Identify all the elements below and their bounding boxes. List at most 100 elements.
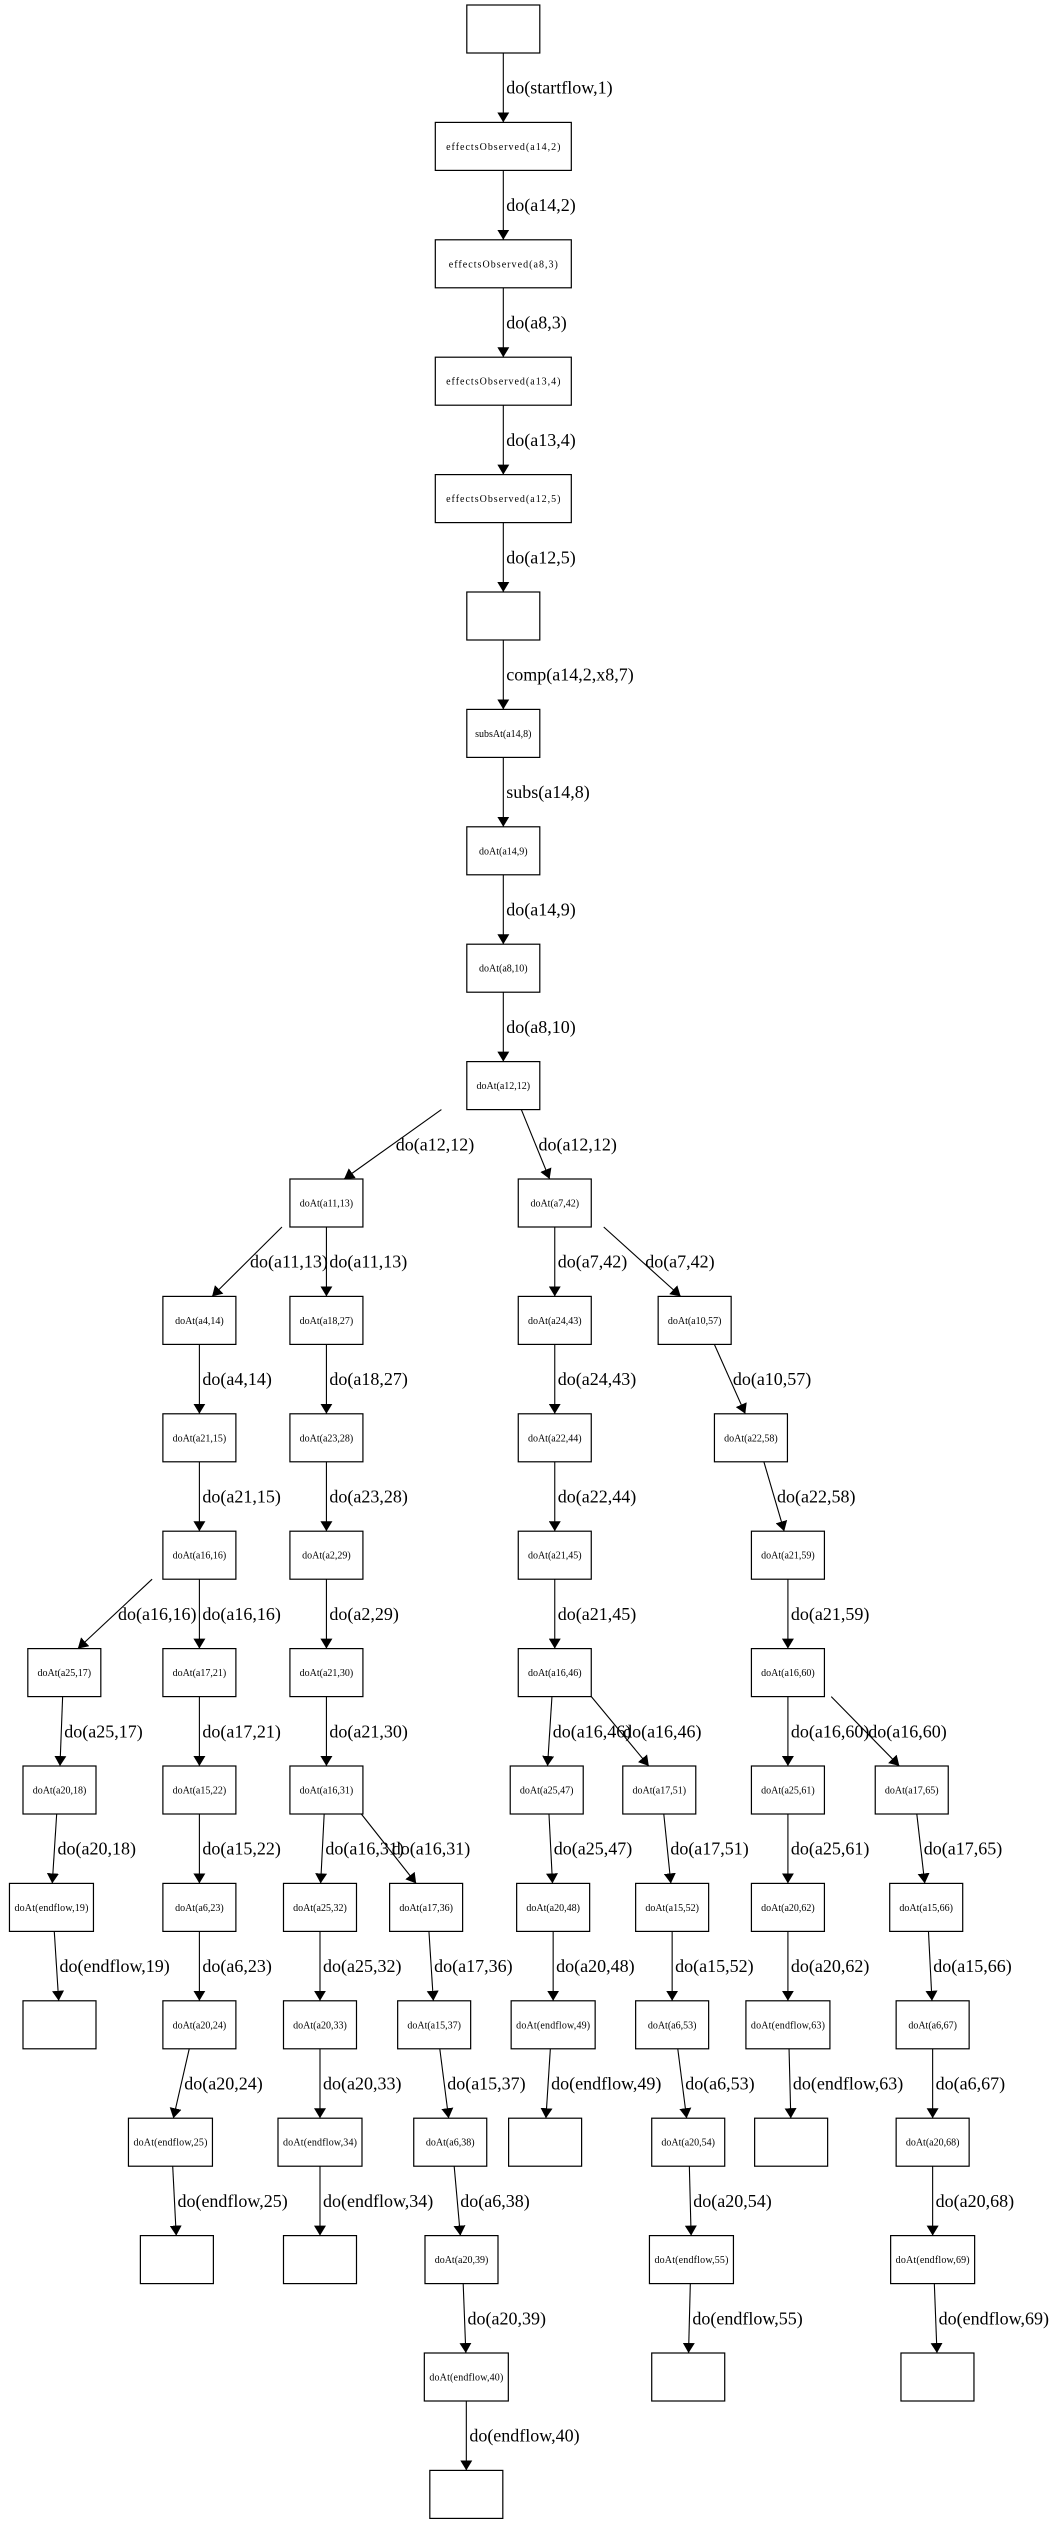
state-node: doAt(a22,44) (517, 1413, 592, 1463)
node-label: doAt(endflow,19) (14, 1903, 88, 1914)
transition-edge: do(a20,68) (926, 2166, 1014, 2236)
node-label: doAt(a25,17) (38, 1668, 92, 1679)
node-label: doAt(a20,68) (906, 2138, 960, 2149)
edge-arrow (603, 1226, 682, 1297)
node-box (622, 1765, 697, 1815)
state-node: doAt(a2,29) (289, 1530, 364, 1580)
node-box (750, 1530, 826, 1580)
node-box (895, 2000, 970, 2050)
transition-edge: do(a8,3) (497, 287, 567, 358)
edge-arrow (77, 1578, 153, 1650)
edge-label: do(endflow,63) (793, 2074, 903, 2095)
node-label: doAt(a2,29) (302, 1551, 351, 1562)
edge-arrow (930, 2283, 943, 2354)
node-box (517, 1647, 592, 1698)
edge-label: do(a23,28) (329, 1487, 407, 1508)
nodes: effectsObserved(a14,2)effectsObserved(a8… (8, 4, 976, 2519)
transition-edge: do(a18,27) (320, 1344, 408, 1414)
edge-arrow (663, 1813, 676, 1884)
transition-edge: do(a12,12) (520, 1109, 617, 1180)
edge-label: do(a16,60) (791, 1721, 869, 1742)
node-label: doAt(a18,27) (300, 1316, 354, 1327)
node-box (466, 4, 541, 54)
state-node: doAt(a21,15) (162, 1413, 237, 1463)
node-box (745, 2000, 831, 2050)
transition-edge: do(a4,14) (193, 1344, 272, 1414)
node-label: doAt(a24,43) (528, 1316, 582, 1327)
edge-arrow (169, 2048, 190, 2119)
edge-label: do(endflow,40) (469, 2426, 579, 2447)
node-box (651, 2117, 726, 2167)
node-box (289, 1765, 364, 1815)
state-node: doAt(a4,14) (162, 1295, 237, 1346)
node-box (466, 591, 541, 641)
node-label: doAt(a20,54) (661, 2138, 715, 2149)
node-label: doAt(endflow,40) (429, 2373, 503, 2384)
transition-edge: do(a20,54) (684, 2166, 772, 2236)
state-node: doAt(a25,17) (27, 1647, 102, 1698)
state-node: doAt(a15,22) (162, 1765, 237, 1815)
transition-edge: do(a16,31) (315, 1813, 404, 1884)
state-node: doAt(a17,65) (874, 1765, 949, 1815)
transition-edge: subs(a14,8) (497, 757, 590, 827)
state-node: doAt(a17,36) (389, 1882, 464, 1933)
edge-label: do(a17,36) (434, 1956, 512, 1977)
edge-label: do(endflow,25) (177, 2191, 287, 2212)
node-label: doAt(a25,32) (293, 1903, 347, 1914)
state-node: doAt(a20,24) (162, 2000, 237, 2050)
empty-state-node (508, 2117, 583, 2167)
transition-edge: do(a12,12) (343, 1109, 474, 1180)
edge-label: do(a21,30) (329, 1721, 407, 1742)
state-node: doAt(a23,28) (289, 1413, 364, 1463)
transition-edge: do(a17,36) (426, 1931, 513, 2001)
transition-edge: do(a20,39) (459, 2283, 546, 2354)
node-label: effectsObserved(a13,4) (446, 377, 560, 388)
node-label: doAt(a16,60) (761, 1668, 815, 1679)
node-label: doAt(endflow,25) (133, 2138, 207, 2149)
state-node: doAt(a22,58) (713, 1413, 789, 1463)
edge-arrow (925, 1931, 938, 2001)
edge-arrow (520, 1109, 552, 1180)
state-node: doAt(endflow,63) (745, 2000, 831, 2050)
node-label: doAt(a21,15) (173, 1433, 227, 1444)
edge-label: do(a17,51) (670, 1839, 748, 1860)
node-box (900, 2352, 975, 2402)
node-box (874, 1765, 949, 1815)
node-box (429, 2469, 504, 2519)
transition-edge: do(a21,45) (548, 1579, 636, 1649)
transition-edge: do(endflow,40) (460, 2401, 580, 2471)
node-label: effectsObserved(a12,5) (446, 494, 560, 505)
edge-label: do(a25,61) (791, 1839, 869, 1860)
node-label: doAt(a6,53) (648, 2020, 697, 2031)
node-box (22, 2000, 97, 2050)
node-label: effectsObserved(a14,2) (446, 142, 560, 153)
edge-label: do(a16,31) (392, 1839, 470, 1860)
node-label: doAt(a12,12) (476, 1081, 530, 1092)
edge-label: do(a14,9) (506, 900, 575, 921)
transition-edge: do(a23,28) (320, 1461, 408, 1532)
node-label: doAt(a10,57) (668, 1316, 722, 1327)
transition-edge: do(a21,15) (193, 1461, 281, 1532)
edge-label: do(a16,31) (325, 1839, 403, 1860)
state-node: doAt(endflow,55) (648, 2235, 735, 2285)
transition-edge: do(endflow,55) (682, 2283, 803, 2354)
node-label: doAt(a22,58) (724, 1433, 778, 1444)
edge-arrow (763, 1461, 788, 1532)
node-box (162, 1647, 237, 1698)
transition-edge: do(a16,60) (781, 1696, 869, 1766)
edge-label: do(endflow,49) (551, 2074, 661, 2095)
edge-label: do(a18,27) (329, 1369, 407, 1390)
transition-edge: do(a25,47) (546, 1813, 632, 1884)
transition-edge: do(a12,5) (497, 522, 576, 592)
transition-edge: do(a25,61) (781, 1814, 869, 1884)
node-box (127, 2117, 214, 2167)
edges: do(startflow,1)do(a14,2)do(a8,3)do(a13,4… (46, 53, 1049, 2471)
transition-edge: do(a16,16) (77, 1578, 196, 1650)
state-node: doAt(a20,62) (750, 1882, 826, 1933)
edge-label: do(a8,10) (506, 1017, 575, 1038)
state-node: effectsObserved(a12,5) (434, 474, 572, 524)
edge-arrow (830, 1696, 900, 1767)
node-box (750, 1647, 826, 1698)
node-box (517, 1530, 592, 1580)
edge-label: do(endflow,34) (323, 2191, 433, 2212)
